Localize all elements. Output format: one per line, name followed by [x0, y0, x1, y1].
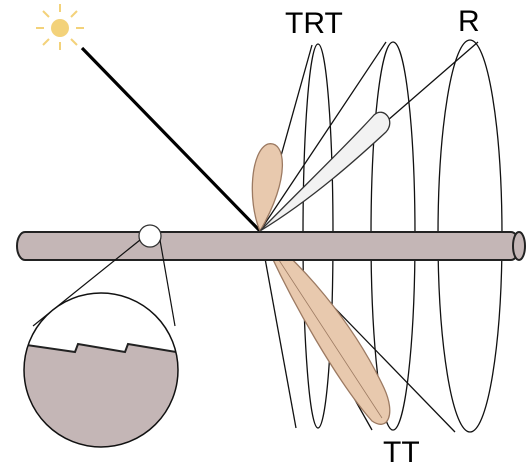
cuticle-scales: [24, 342, 178, 447]
tt-lobe: [259, 230, 391, 425]
magnifier-source: [138, 224, 162, 248]
label-trt: TRT: [285, 7, 343, 40]
label-r: R: [458, 5, 480, 38]
sun-icon: [36, 4, 84, 50]
scattering-lobes: [251, 111, 391, 425]
r-lobe: [259, 111, 391, 232]
trt-lobe: [251, 143, 283, 233]
hair-fiber: [16, 231, 526, 261]
label-tt: TT: [383, 436, 420, 468]
incident-ray: [80, 46, 262, 233]
magnifier-inset: [23, 224, 179, 448]
